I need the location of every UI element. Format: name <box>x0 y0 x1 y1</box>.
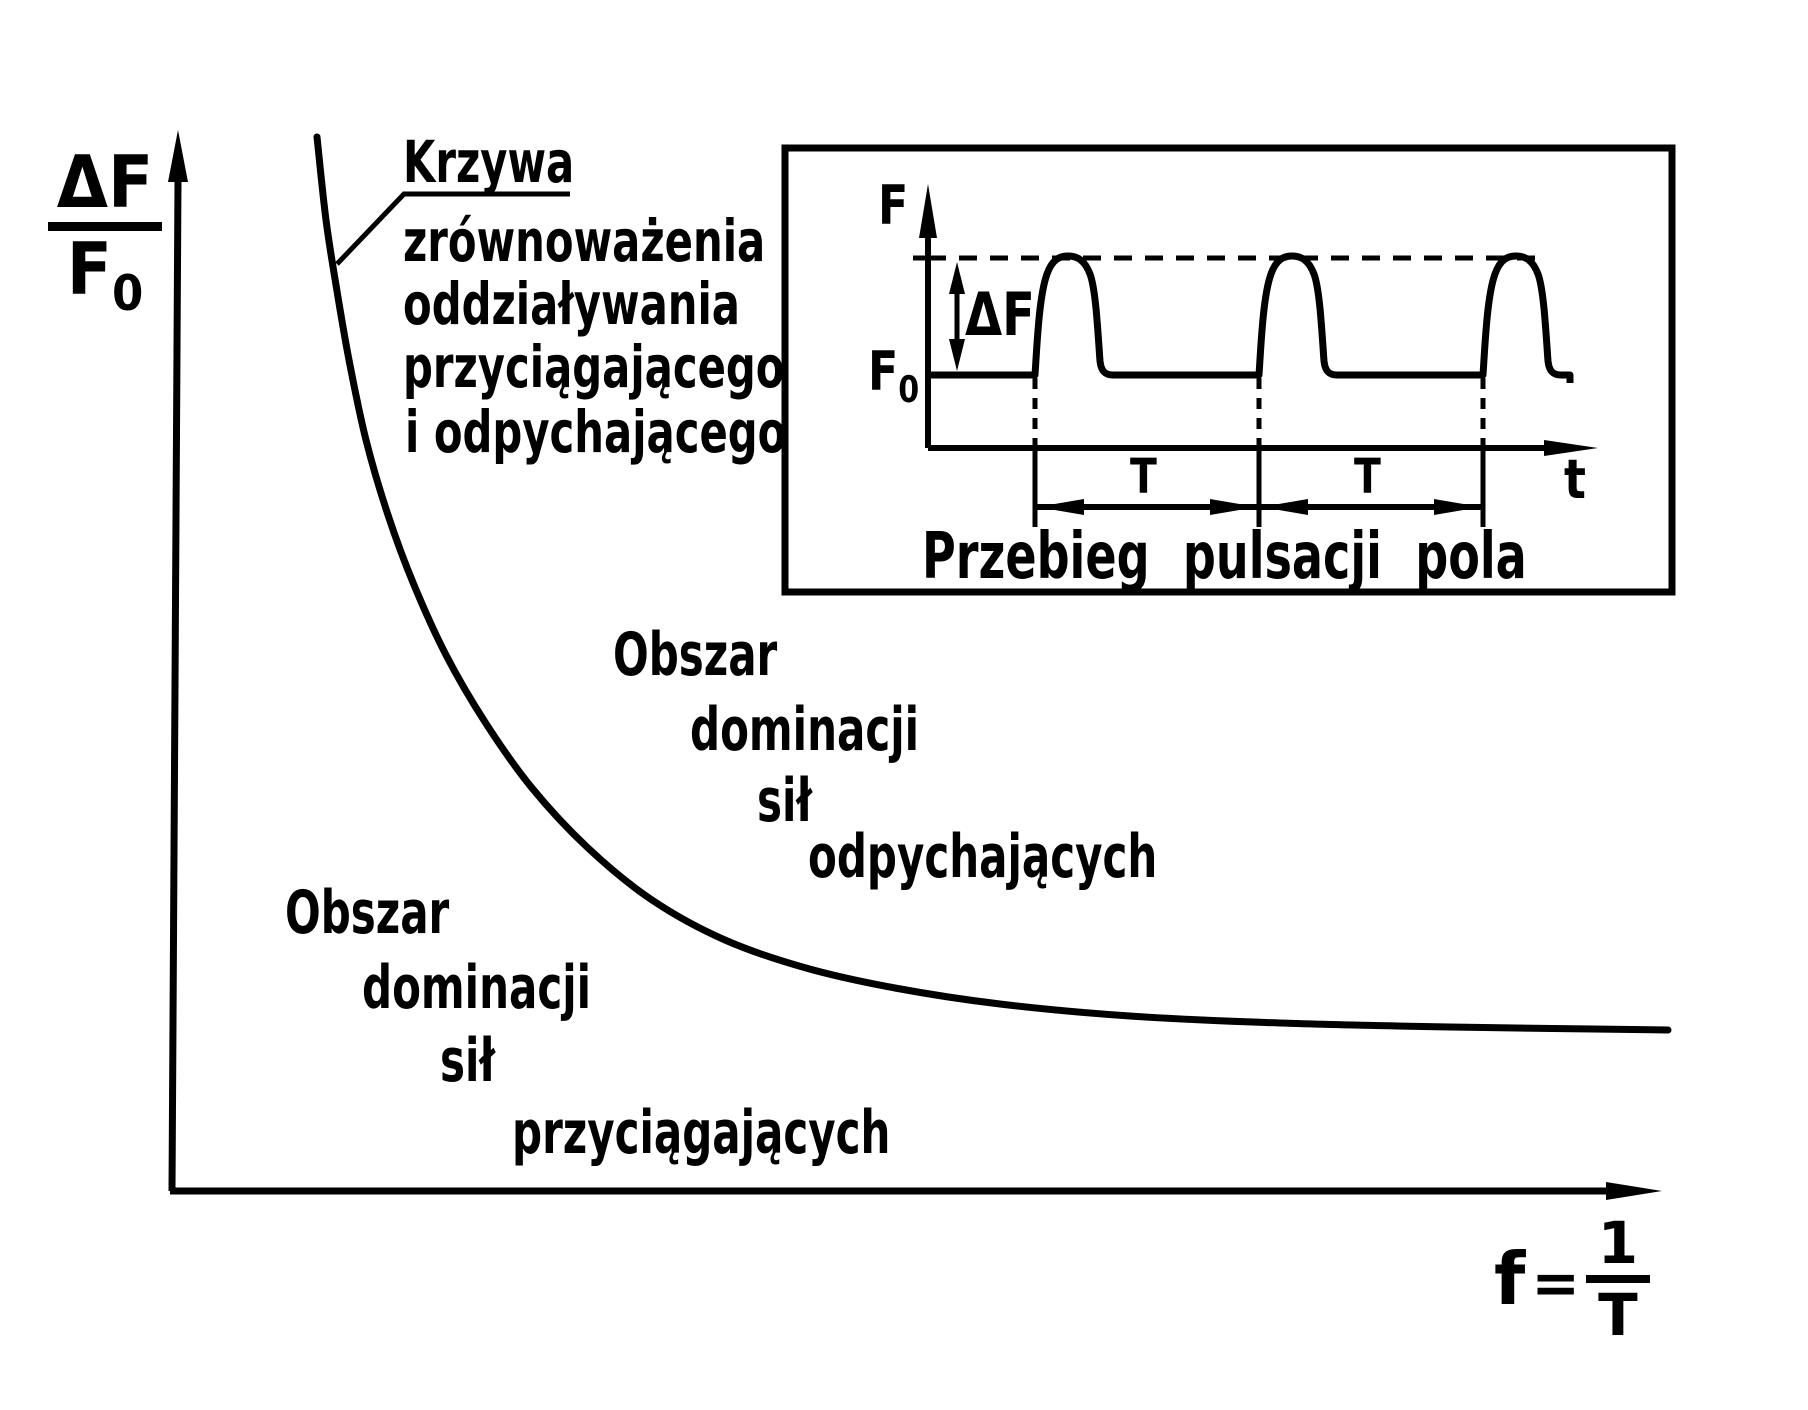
y-axis-arrowhead-icon <box>168 130 188 182</box>
y-axis-line <box>168 179 182 1192</box>
curve-callout-line-5: i odpychającego <box>405 398 787 466</box>
x-axis-label-denominator: T <box>1598 1281 1638 1349</box>
region-upper-line-2: dominacji <box>690 695 920 765</box>
curve-callout-line-4: przyciągającego <box>403 333 785 401</box>
inset-period-label-2: T <box>1353 449 1381 505</box>
inset-f-axis-label: F <box>878 174 909 237</box>
region-upper-line-4: odpychających <box>808 822 1158 892</box>
inset-baseline-label: F0 <box>868 340 920 412</box>
inset-delta-f-label: ΔF <box>965 280 1035 350</box>
curve-callout-line-3: oddziaływania <box>403 270 740 338</box>
inset-delta-f-arrow <box>949 262 965 371</box>
y-axis-label-fraction-bar <box>48 222 162 231</box>
y-axis-label-numerator: ΔF <box>56 140 154 224</box>
y-axis-label-denominator: F0 <box>66 227 144 323</box>
inset-f-axis-arrowhead-icon <box>919 184 937 238</box>
x-axis-label-fraction: 1 T <box>1585 1209 1650 1349</box>
inset-t-axis-arrowhead-icon <box>1544 440 1598 456</box>
region-lower-line-2: dominacji <box>362 953 592 1023</box>
y-axis-label: ΔF F0 <box>46 146 164 319</box>
inset-period-label-1: T <box>1129 449 1157 505</box>
region-lower-line-4: przyciągających <box>512 1098 891 1168</box>
region-lower-line-1: Obszar <box>285 878 450 948</box>
x-axis-label-lhs: f <box>1494 1237 1526 1321</box>
x-axis-label-equals: = <box>1531 1249 1580 1317</box>
curve-callout-line-2: zrównoważenia <box>403 207 766 275</box>
inset-box <box>781 144 1676 596</box>
x-axis-label: f = 1 T <box>1494 1214 1650 1344</box>
region-lower-line-3: sił <box>440 1026 495 1096</box>
inset-period-dimension-lines <box>1037 499 1481 515</box>
inset-extension-lines <box>1032 378 1486 527</box>
region-upper-line-3: sił <box>757 766 812 836</box>
region-upper-line-1: Obszar <box>613 620 778 690</box>
x-axis-arrowhead-icon <box>1606 1182 1662 1200</box>
x-axis-label-numerator: 1 <box>1597 1209 1639 1277</box>
balance-curve <box>313 133 1672 1034</box>
inset-t-axis-label: t <box>1564 448 1586 511</box>
curve-callout-leader-line <box>335 191 570 266</box>
x-axis-label-fraction-bar <box>1585 1275 1650 1283</box>
inset-caption: Przebieg pulsacji pola <box>922 520 1527 594</box>
curve-callout-line-1: Krzywa <box>403 128 575 196</box>
inset-pulse-waveform <box>928 252 1574 383</box>
